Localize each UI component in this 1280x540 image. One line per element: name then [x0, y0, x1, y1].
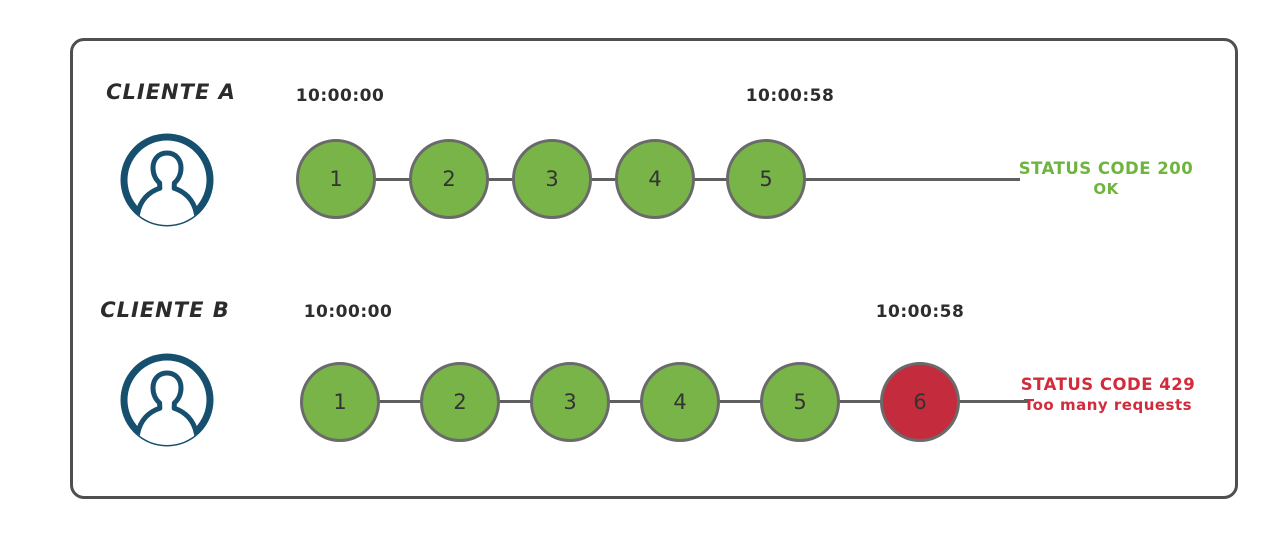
client-a-start-time: 10:00:00 — [295, 86, 385, 106]
request-number: 4 — [648, 167, 662, 191]
client-b-request-1: 1 — [300, 362, 380, 442]
request-number: 6 — [913, 390, 927, 414]
request-number: 5 — [759, 167, 773, 191]
request-number: 3 — [563, 390, 577, 414]
request-number: 3 — [545, 167, 559, 191]
client-b-start-time: 10:00:00 — [303, 302, 393, 322]
client-a-request-3: 3 — [512, 139, 592, 219]
client-b-request-3: 3 — [530, 362, 610, 442]
client-a-request-5: 5 — [726, 139, 806, 219]
client-a-request-2: 2 — [409, 139, 489, 219]
request-number: 1 — [329, 167, 343, 191]
client-b-status: STATUS CODE 429 Too many requests — [1020, 374, 1196, 416]
status-message-text: Too many requests — [1023, 396, 1193, 414]
client-b-avatar-icon — [120, 353, 214, 447]
status-code-text: STATUS CODE 200 — [1018, 159, 1194, 178]
status-message-text: OK — [1093, 180, 1119, 198]
client-a-label: CLIENTE A — [106, 80, 236, 104]
client-a-avatar-icon — [120, 133, 214, 227]
client-b-label: CLIENTE B — [100, 298, 230, 322]
request-number: 2 — [442, 167, 456, 191]
client-b-end-time: 10:00:58 — [875, 302, 965, 322]
client-b-request-5: 5 — [760, 362, 840, 442]
client-a-request-4: 4 — [615, 139, 695, 219]
request-number: 1 — [333, 390, 347, 414]
client-a-request-1: 1 — [296, 139, 376, 219]
client-b-request-4: 4 — [640, 362, 720, 442]
request-number: 4 — [673, 390, 687, 414]
request-number: 5 — [793, 390, 807, 414]
client-b-request-2: 2 — [420, 362, 500, 442]
client-a-end-time: 10:00:58 — [745, 86, 835, 106]
status-code-text: STATUS CODE 429 — [1020, 375, 1196, 394]
client-a-status: STATUS CODE 200 OK — [1018, 158, 1194, 200]
client-b-request-6-rejected: 6 — [880, 362, 960, 442]
request-number: 2 — [453, 390, 467, 414]
